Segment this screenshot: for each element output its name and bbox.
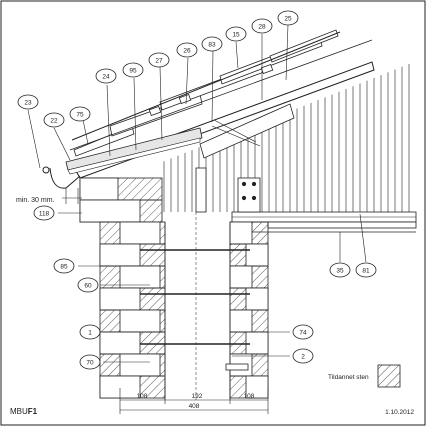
callout-bubble (176, 42, 198, 58)
callout-bubble (251, 18, 273, 34)
callout-26: 26 (176, 42, 198, 58)
callout-label: 75 (76, 111, 84, 118)
callout-label: 22 (50, 117, 58, 124)
inner-brick (245, 375, 269, 399)
callout-bubble (43, 112, 65, 128)
callout-83: 83 (201, 36, 223, 52)
callout-label: 60 (84, 282, 92, 289)
callout-label: 23 (24, 99, 32, 106)
callout-label: 83 (208, 41, 216, 48)
drawing-code-prefix: MBU (10, 407, 28, 416)
callout-70: 70 (79, 354, 101, 370)
drawing-date: 1.10.2012 (385, 409, 414, 416)
callout-label: 81 (362, 267, 370, 274)
callout-bubble (225, 26, 247, 42)
wall-plate (195, 167, 261, 213)
callout-35: 35 (329, 262, 351, 278)
callout-label: 74 (299, 329, 307, 336)
callout-label: 15 (232, 31, 240, 38)
callout-bubble (79, 324, 101, 340)
callout-bubble (355, 262, 377, 278)
wall-ties (140, 249, 250, 345)
callout-bubble (292, 324, 314, 340)
callout-label: 1 (88, 329, 92, 336)
outer-brick (99, 243, 141, 267)
overhang-dimension (62, 188, 82, 204)
drawing-code-suffix: F1 (28, 407, 38, 416)
inner-brick (245, 243, 269, 267)
callout-23: 23 (17, 94, 39, 110)
lintel (225, 363, 249, 371)
callout-27: 27 (148, 52, 170, 68)
callout-bubble (277, 10, 299, 26)
callout-15: 15 (225, 26, 247, 42)
callout-label: 118 (39, 210, 50, 217)
leader-lines (27, 24, 367, 363)
callout-22: 22 (43, 112, 65, 128)
callout-label: 27 (155, 57, 163, 64)
masonry-wall (79, 177, 269, 400)
callout-2: 2 (292, 348, 314, 364)
callout-28: 28 (251, 18, 273, 34)
callout-bubble (329, 262, 351, 278)
dimension-left: 108 (137, 393, 148, 400)
callout-label: 25 (284, 15, 292, 22)
callout-74: 74 (292, 324, 314, 340)
callout-label: 95 (129, 67, 137, 74)
callout-label: 26 (183, 47, 191, 54)
inner-brick (245, 287, 269, 311)
callout-bubble (77, 277, 99, 293)
inner-brick (245, 331, 269, 355)
outer-brick (119, 353, 161, 377)
outer-brick (99, 331, 141, 355)
callout-bubble (148, 52, 170, 68)
callout-bubble (33, 205, 55, 221)
inner-brick (229, 309, 253, 333)
callout-label: 70 (86, 359, 94, 366)
callout-label: 2 (301, 353, 305, 360)
callout-118: 118 (33, 205, 55, 221)
callout-24: 24 (95, 68, 117, 84)
dimension-line (119, 388, 269, 414)
callout-group: 23 22 75 24 95 27 26 83 15 28 25 118 85 60 1 70 74 2 35 81 (17, 10, 377, 370)
outer-brick (119, 221, 161, 245)
min-overhang-note: min. 30 mm. (16, 197, 55, 204)
callout-label: 24 (102, 73, 110, 80)
callout-bubble (53, 258, 75, 274)
callout-95: 95 (122, 62, 144, 78)
drawing-code: MBUF1 (10, 407, 38, 416)
outer-brick (119, 309, 161, 333)
callout-bubble (122, 62, 144, 78)
inner-brick (229, 265, 253, 289)
legend: Tildannet sten (328, 364, 401, 388)
callout-85: 85 (53, 258, 75, 274)
callout-bubble (69, 106, 91, 122)
callout-label: 85 (60, 263, 68, 270)
outer-brick (99, 287, 141, 311)
dimension-right: 108 (244, 393, 255, 400)
callout-60: 60 (77, 277, 99, 293)
dimension-total: 408 (189, 403, 200, 410)
callout-bubble (17, 94, 39, 110)
inner-brick (229, 221, 253, 245)
callout-bubble (79, 354, 101, 370)
callout-label: 28 (258, 23, 266, 30)
callout-bubble (201, 36, 223, 52)
callout-75: 75 (69, 106, 91, 122)
callout-1: 1 (79, 324, 101, 340)
callout-label: 35 (336, 267, 344, 274)
callout-81: 81 (355, 262, 377, 278)
callout-bubble (95, 68, 117, 84)
callout-bubble (292, 348, 314, 364)
legend-swatch (377, 364, 401, 388)
dimension-middle: 192 (192, 393, 203, 400)
legend-label: Tildannet sten (328, 374, 369, 381)
callout-25: 25 (277, 10, 299, 26)
